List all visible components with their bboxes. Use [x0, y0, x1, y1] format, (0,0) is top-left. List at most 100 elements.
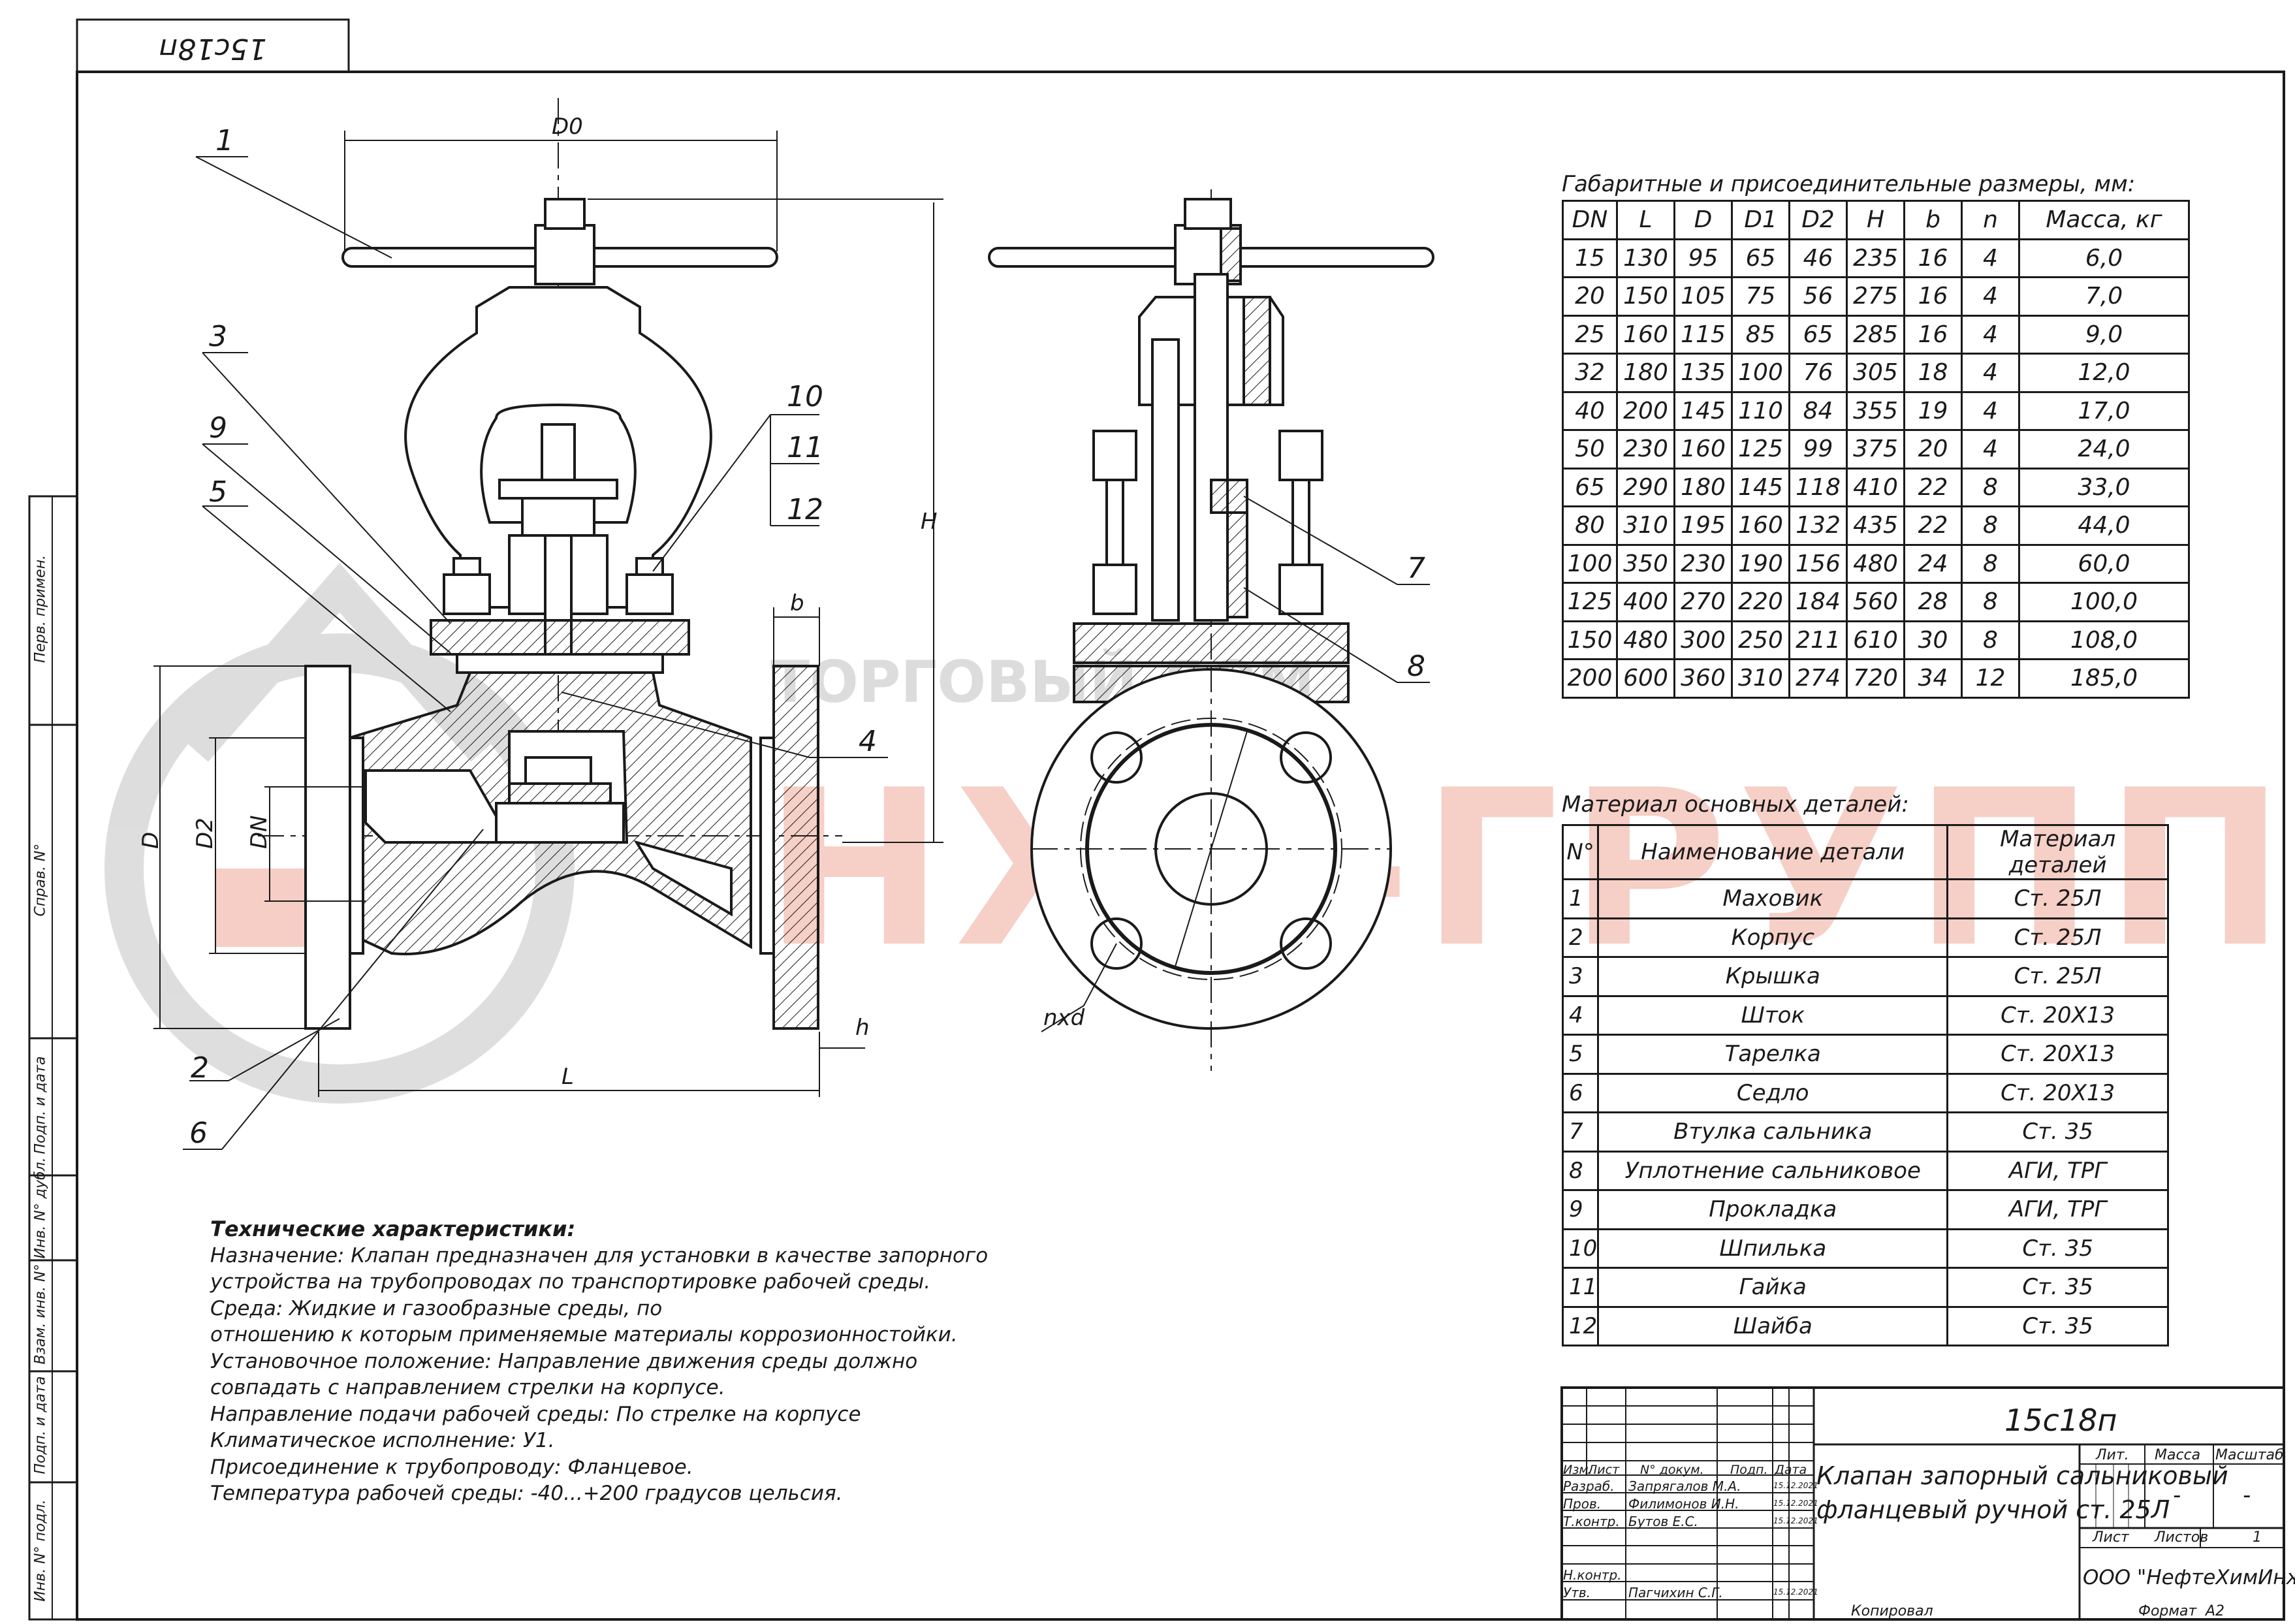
tb-date: 15.12.2021: [1773, 1481, 1818, 1490]
dims-cell: 270: [1673, 582, 1733, 622]
tech-title: Технические характеристики:: [210, 1217, 576, 1241]
dims-cell: 12: [1961, 658, 2020, 699]
dims-cell: 125: [1731, 429, 1790, 470]
tb-col-date: Дата: [1775, 1463, 1807, 1477]
materials-cell: 1: [1561, 878, 1600, 919]
tech-line: Направление подачи рабочей среды: По стр…: [210, 1402, 861, 1426]
tb-copied: Копировал: [1851, 1603, 1933, 1619]
tb-name: Запрягалов М.А.: [1628, 1478, 1741, 1494]
callout-5: 5: [209, 475, 227, 509]
materials-header-row: N° Наименование детали Материал деталей: [1561, 824, 2169, 880]
dims-cell: 4: [1961, 353, 2020, 393]
dims-cell: 17,0: [2018, 390, 2190, 431]
materials-cell: Ст. 35: [1946, 1111, 2169, 1153]
tb-designation: 15с18п: [2004, 1403, 2117, 1438]
materials-header: Материал деталей: [1946, 824, 2169, 880]
side-view: [988, 189, 1434, 1071]
callout-4: 4: [859, 725, 877, 758]
dims-header: D: [1673, 200, 1733, 240]
dims-cell: 435: [1846, 505, 1905, 546]
tb-date: 15.12.2021: [1773, 1587, 1818, 1597]
dim-label-b: b: [790, 590, 804, 616]
title-block: [1560, 1386, 2285, 1621]
materials-cell: Шток: [1597, 995, 1949, 1036]
dims-cell: 34: [1903, 658, 1963, 699]
materials-cell: Ст. 25Л: [1946, 956, 2169, 997]
dims-cell: 24: [1903, 543, 1963, 584]
dims-cell: 160: [1673, 429, 1733, 470]
dims-cell: 305: [1846, 353, 1905, 393]
front-view: [258, 98, 842, 1030]
dims-cell: 180: [1673, 467, 1733, 507]
side-label: Справ. N°: [32, 843, 49, 917]
dims-cell: 145: [1731, 467, 1790, 507]
materials-cell: Ст. 20Х13: [1946, 1034, 2169, 1075]
tb-sheets-label: Листов: [2155, 1529, 2209, 1546]
callout-11: 11: [787, 431, 823, 464]
callout-8: 8: [1407, 650, 1425, 683]
materials-cell: 6: [1561, 1072, 1600, 1113]
top-stamp: 15с18п: [159, 32, 267, 65]
dims-cell: 220: [1731, 582, 1790, 622]
dims-cell: 16: [1903, 238, 1963, 278]
dims-cell: 24,0: [2018, 429, 2190, 470]
materials-cell: Шпилька: [1597, 1228, 1949, 1269]
dims-cell: 180: [1616, 353, 1675, 393]
materials-cell: 11: [1561, 1267, 1600, 1308]
materials-cell: 9: [1561, 1189, 1600, 1230]
dims-cell: 150: [1616, 276, 1675, 317]
materials-cell: 8: [1561, 1150, 1600, 1191]
callout-numbers: 1 2 3 4 5 6 7 8 9 10 11 12: [189, 124, 1425, 1150]
tb-sheets-value: 1: [2253, 1529, 2262, 1546]
dims-cell: 8: [1961, 543, 2020, 584]
dims-cell: 480: [1616, 620, 1675, 660]
tech-line: устройства на трубопроводах по транспорт…: [210, 1270, 931, 1294]
materials-cell: Прокладка: [1597, 1189, 1949, 1230]
tb-role: Н.контр.: [1563, 1567, 1622, 1583]
tb-mass-label: Масса: [2155, 1447, 2201, 1463]
dims-cell: 32: [1562, 353, 1618, 393]
tech-line: Среда: Жидкие и газообразные среды, по: [210, 1296, 663, 1320]
tb-name-line1: Клапан запорный сальниковый: [1816, 1461, 2228, 1490]
dims-cell: 355: [1846, 390, 1905, 431]
dims-header: b: [1903, 200, 1963, 240]
dims-cell: 200: [1562, 658, 1618, 699]
dims-cell: 44,0: [2018, 505, 2190, 546]
dims-cell: 4: [1961, 276, 2020, 317]
dims-cell: 105: [1673, 276, 1733, 317]
materials-cell: Ст. 35: [1946, 1305, 2169, 1346]
dims-cell: 40: [1562, 390, 1618, 431]
tb-sheet-label: Лист: [2093, 1529, 2129, 1546]
materials-caption: Материал основных деталей:: [1562, 791, 1909, 818]
dims-cell: 20: [1903, 429, 1963, 470]
callout-2: 2: [191, 1051, 209, 1085]
dims-header: n: [1961, 200, 2020, 240]
dims-cell: 230: [1616, 429, 1675, 470]
materials-table: N° Наименование детали Материал деталей …: [1561, 824, 2169, 1346]
dims-cell: 50: [1562, 429, 1618, 470]
dims-cell: 60,0: [2018, 543, 2190, 584]
dims-cell: 110: [1731, 390, 1790, 431]
dims-cell: 115: [1673, 314, 1733, 355]
dims-cell: 145: [1673, 390, 1733, 431]
dims-cell: 108,0: [2018, 620, 2190, 660]
dims-header: D2: [1788, 200, 1848, 240]
dims-cell: 135: [1673, 353, 1733, 393]
dims-cell: 156: [1788, 543, 1848, 584]
dims-cell: 15: [1562, 238, 1618, 278]
dims-cell: 300: [1673, 620, 1733, 660]
dims-cell: 600: [1616, 658, 1675, 699]
front-dimensions: [153, 131, 943, 1150]
tb-role: Разраб.: [1563, 1478, 1615, 1494]
dims-cell: 16: [1903, 276, 1963, 317]
dims-cell: 350: [1616, 543, 1675, 584]
dims-cell: 95: [1673, 238, 1733, 278]
dims-cell: 100,0: [2018, 582, 2190, 622]
